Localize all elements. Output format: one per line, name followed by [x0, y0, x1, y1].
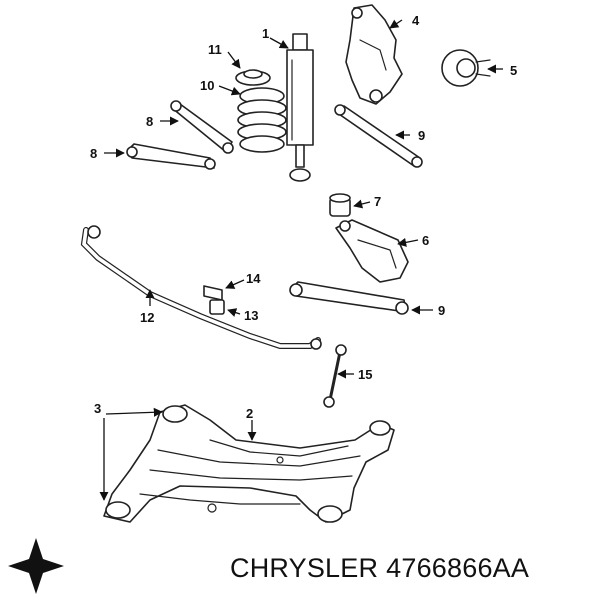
callout-7: 7 [374, 194, 381, 209]
lower-control-arm-part [335, 219, 409, 283]
stabilizer-bushing-part [209, 299, 225, 315]
rear-link-upper-part [334, 104, 423, 168]
spring-isolator-part [235, 69, 271, 86]
callout-1: 1 [262, 26, 269, 41]
callout-15: 15 [358, 367, 372, 382]
callout-2: 2 [246, 406, 253, 421]
rear-link-lower-part [289, 281, 409, 315]
callout-13: 13 [244, 308, 258, 323]
part-number: 4766866AA [386, 553, 530, 583]
callout-11: 11 [208, 42, 222, 57]
callout-14: 14 [246, 271, 261, 286]
callout-9-lower: 9 [438, 303, 445, 318]
callout-9-upper: 9 [418, 128, 425, 143]
callout-6: 6 [422, 233, 429, 248]
upper-link-lower-part [126, 143, 216, 170]
callout-8-lower: 8 [90, 146, 97, 161]
brand-name: CHRYSLER [230, 553, 379, 583]
callout-10: 10 [200, 78, 214, 93]
callout-8-upper: 8 [146, 114, 153, 129]
leader-lines [99, 19, 503, 501]
stabilizer-bar-part [80, 225, 322, 350]
crossmember-part [103, 404, 395, 523]
shock-absorber-part [286, 33, 314, 182]
bushing-part [329, 193, 351, 217]
coil-spring-part [237, 87, 287, 153]
callout-12: 12 [140, 310, 154, 325]
callout-4: 4 [412, 13, 420, 28]
callout-5: 5 [510, 63, 517, 78]
callout-3: 3 [94, 401, 101, 416]
stabilizer-clamp-part [203, 285, 223, 301]
chrysler-pentastar-logo-icon [8, 538, 64, 594]
knuckle-part [345, 4, 403, 105]
stabilizer-link-part [323, 344, 347, 408]
upper-link-upper-part [170, 100, 234, 154]
hub-bearing-part [441, 49, 491, 87]
